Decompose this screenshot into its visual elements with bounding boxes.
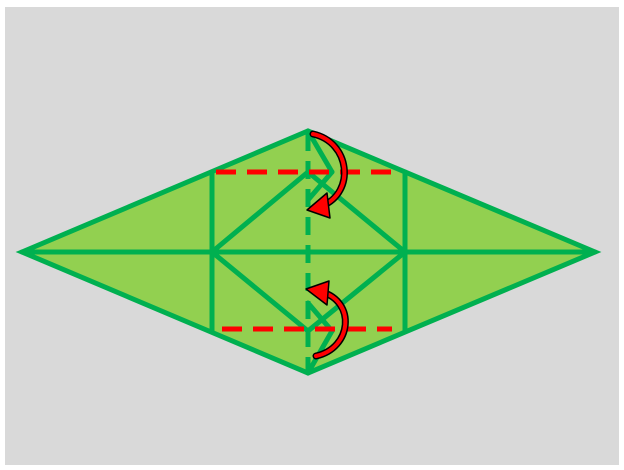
- crease-top-flap: [305, 128, 335, 175]
- crease-lower-left-diagonal: [209, 249, 311, 334]
- crease-bottom-flap-inner: [305, 300, 335, 334]
- upper-fold-arrow-icon: [306, 130, 348, 219]
- crease-upper-right-diagonal: [305, 169, 408, 255]
- lower-fold-arrow-icon: [305, 280, 349, 360]
- crease-upper-left-diagonal: [209, 169, 311, 255]
- crease-lower-right-diagonal: [305, 249, 408, 334]
- crease-top-flap-inner: [305, 169, 335, 203]
